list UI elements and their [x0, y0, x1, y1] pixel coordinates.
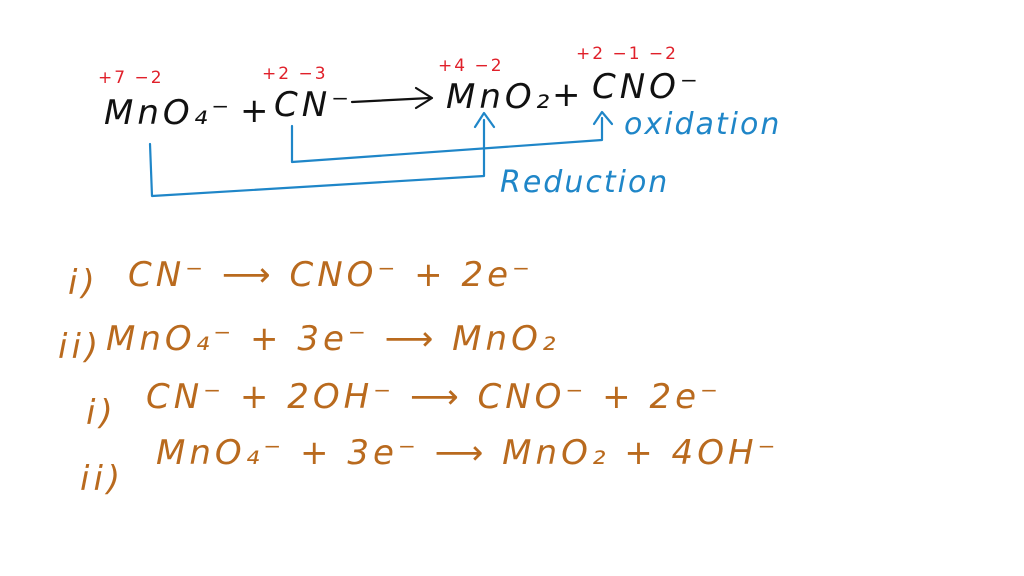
- half-reaction-2-number: ii): [58, 327, 103, 367]
- half-reaction-1-number: i): [68, 263, 99, 303]
- reduction-arrow-head: [473, 111, 496, 129]
- reduction-label: Reduction: [500, 165, 670, 200]
- product-cno: CNO⁻: [592, 67, 702, 107]
- oxidation-state-mno4: +7 −2: [98, 68, 164, 88]
- plus-sign-2: +: [552, 75, 585, 115]
- half-reaction-3-number: i): [86, 393, 117, 433]
- oxidation-state-cn: +2 −3: [262, 64, 328, 84]
- oxidation-state-mno2: +4 −2: [438, 56, 504, 76]
- oxidation-label: oxidation: [624, 107, 782, 142]
- half-reaction-3: CN⁻ + 2OH⁻ ⟶ CNO⁻ + 2e⁻: [146, 377, 722, 417]
- half-reaction-4-number: ii): [80, 459, 125, 499]
- product-mno2: MnO₂: [446, 77, 554, 117]
- reaction-arrow: [350, 96, 432, 104]
- plus-sign-1: +: [240, 91, 273, 131]
- reactant-mno4: MnO₄⁻: [104, 93, 234, 133]
- oxidation-bracket-line: [290, 116, 604, 164]
- oxidation-arrow-head: [592, 110, 614, 126]
- reactant-cn: CN⁻: [274, 85, 354, 125]
- reaction-arrow-head: [414, 86, 434, 110]
- half-reaction-1: CN⁻ ⟶ CNO⁻ + 2e⁻: [128, 255, 534, 295]
- half-reaction-2: MnO₄⁻ + 3e⁻ ⟶ MnO₂: [106, 319, 560, 359]
- half-reaction-4: MnO₄⁻ + 3e⁻ ⟶ MnO₂ + 4OH⁻: [156, 433, 780, 473]
- reduction-bracket-line: [148, 118, 486, 198]
- oxidation-state-cno: +2 −1 −2: [576, 44, 678, 64]
